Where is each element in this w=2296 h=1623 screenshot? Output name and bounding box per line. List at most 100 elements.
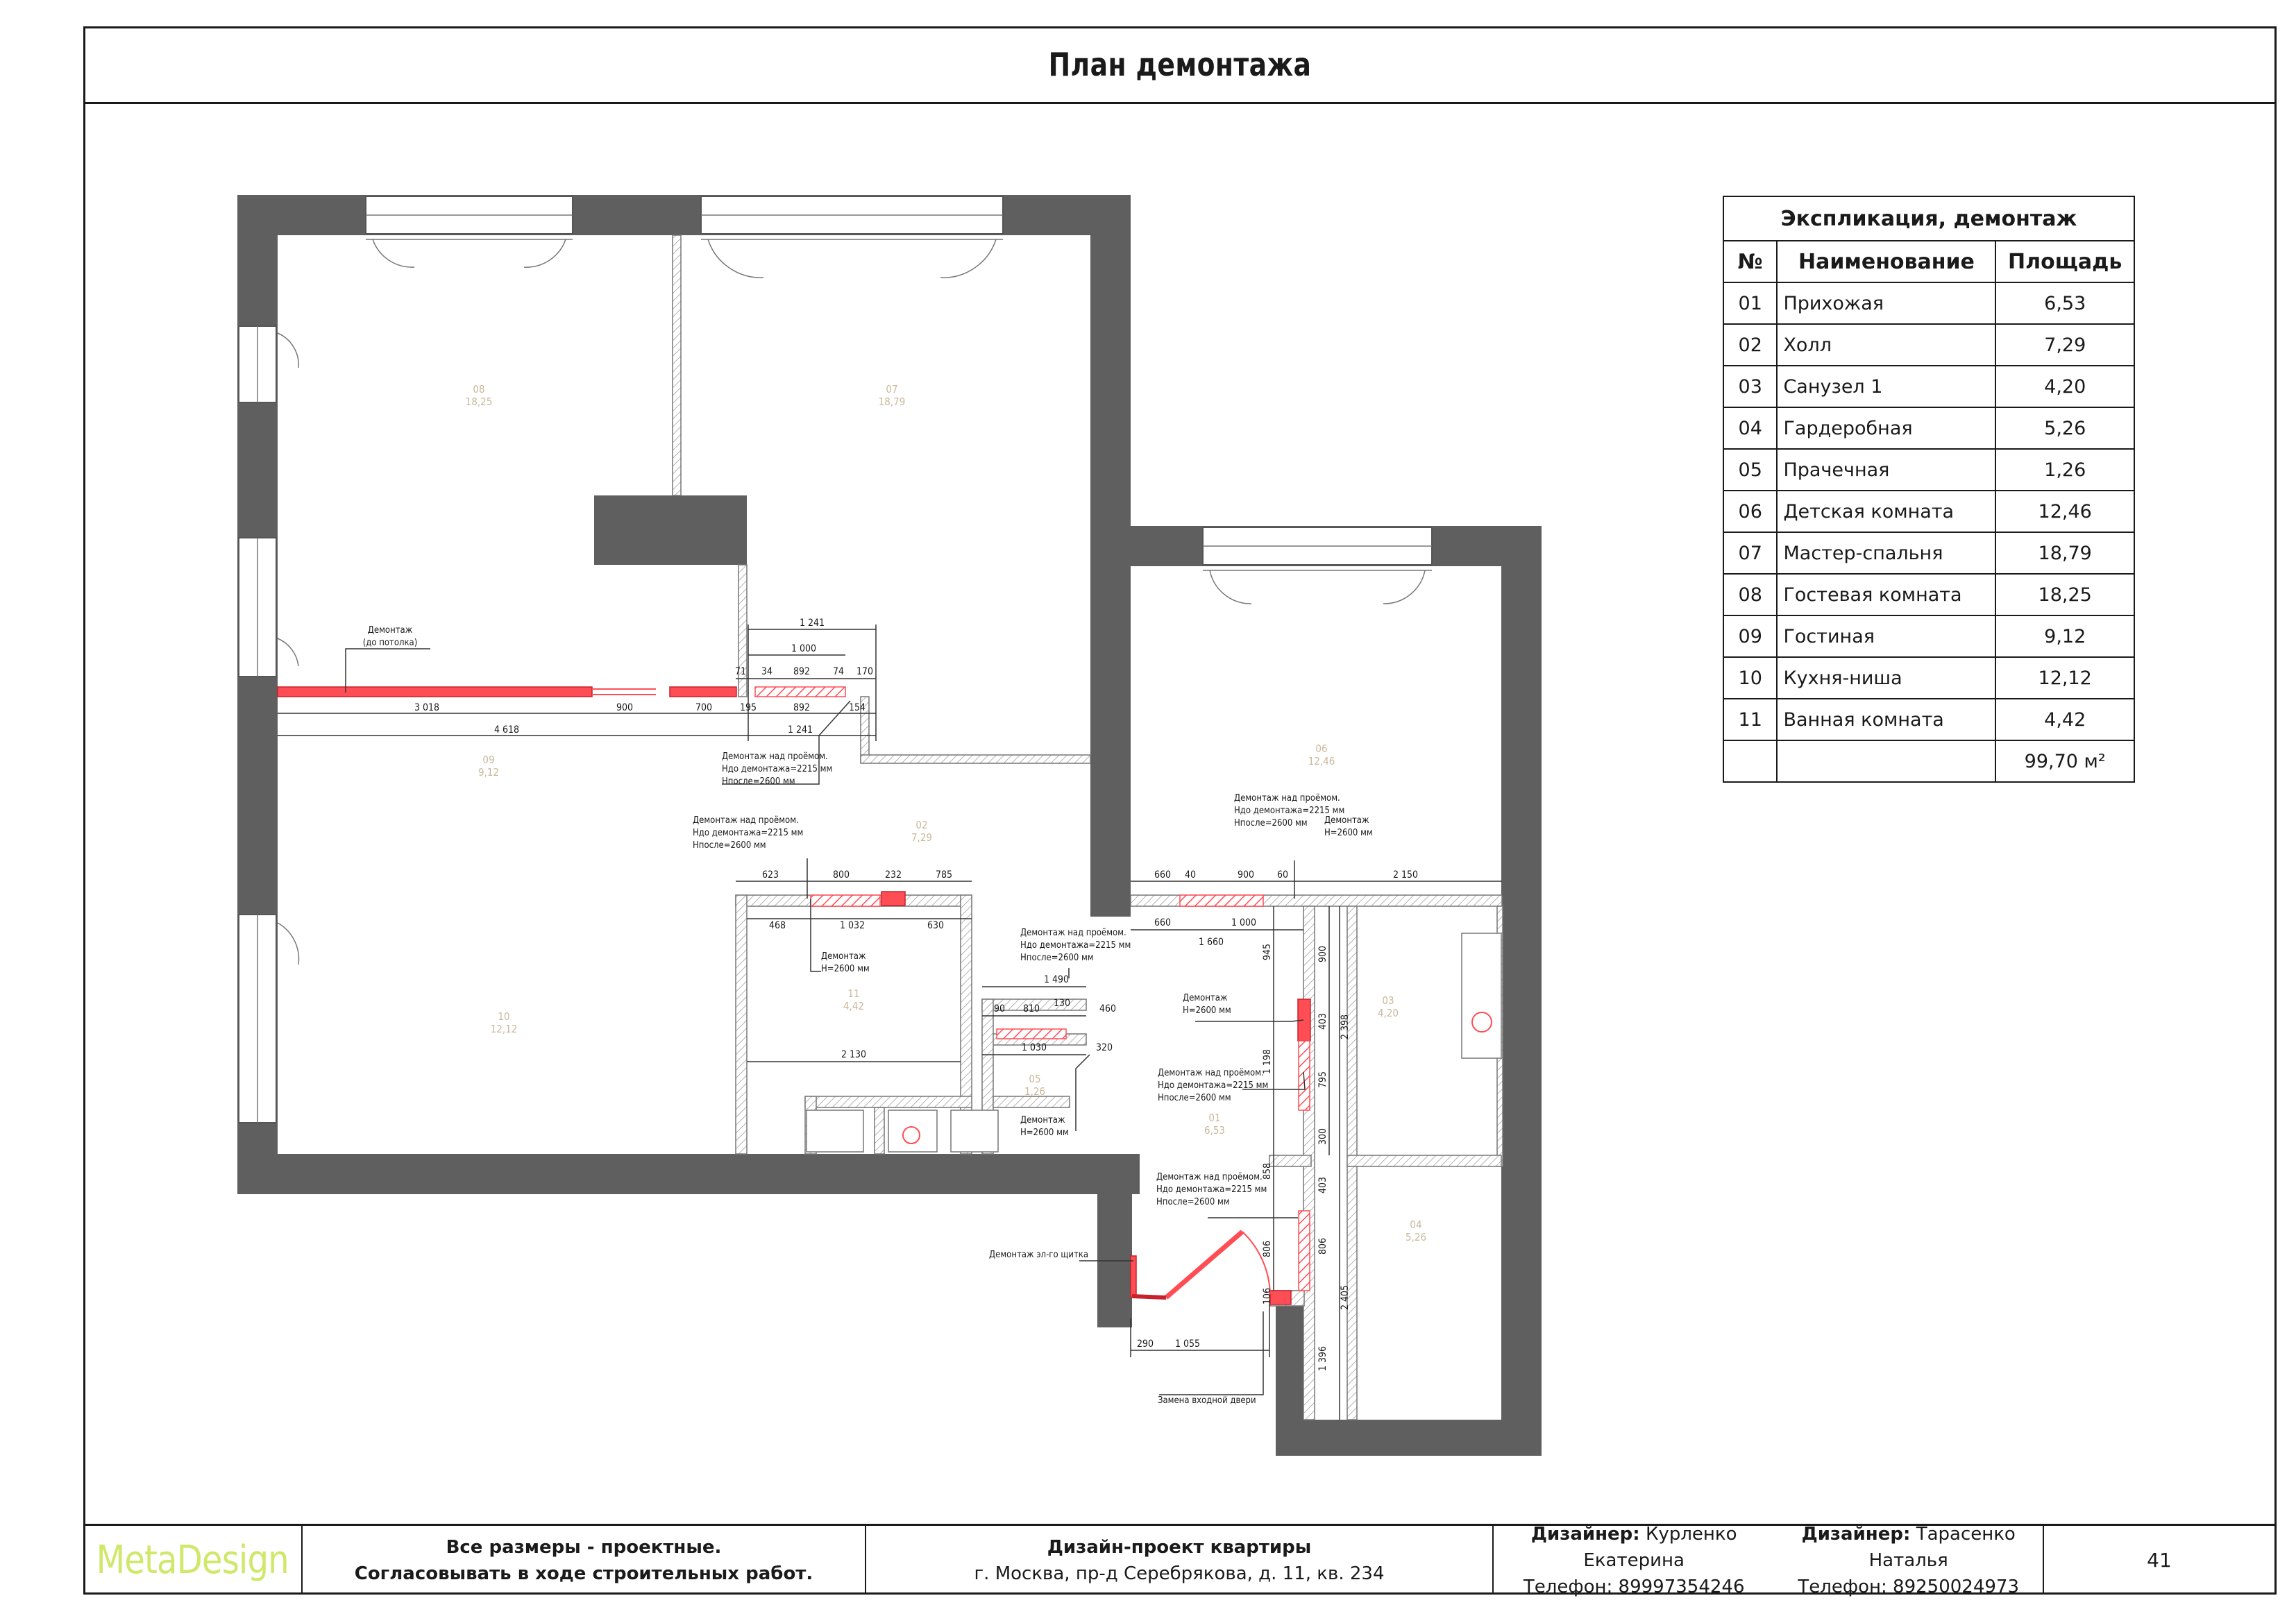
cell-name: Кухня-ниша: [1776, 656, 1997, 699]
dim: 795: [1317, 1071, 1328, 1088]
room-no: 10: [498, 1010, 509, 1023]
dim: 320: [1096, 1042, 1113, 1053]
dim: 660: [1154, 917, 1171, 928]
dim: 40: [1185, 869, 1196, 881]
cell-area: 18,79: [1995, 532, 2135, 575]
note-h-before: Hдо демонтажа=2215 мм: [722, 764, 832, 774]
entrance-door: [1131, 1230, 1271, 1300]
note-cell: Все размеры - проектные. Согласовывать в…: [303, 1526, 866, 1595]
note-h-after: Hпосле=2600 мм: [722, 776, 795, 787]
room-labels: 08 18,25 07 18,79 09 9,12 02 7,29 06 12,…: [466, 383, 1426, 1243]
designer-2: Дизайнер: Тарасенко Наталья Телефон: 892…: [1774, 1521, 2043, 1600]
dim: 892: [793, 666, 810, 677]
dim: 1 660: [1199, 937, 1224, 948]
room-area: 6,53: [1204, 1124, 1225, 1137]
dim: 1 396: [1317, 1346, 1328, 1371]
dim: 232: [885, 869, 902, 881]
page-number: 41: [2147, 1549, 2172, 1572]
room-no: 05: [1029, 1073, 1040, 1085]
room-area: 12,46: [1308, 755, 1335, 767]
dim: 1 198: [1262, 1049, 1273, 1074]
room-area: 12,12: [491, 1023, 518, 1035]
drawing-frame: [83, 26, 2277, 1595]
dim: 403: [1317, 1177, 1328, 1193]
dim: 1 032: [840, 920, 865, 931]
note-entrance-door: Замена входной двери: [1158, 1395, 1256, 1406]
dim: 700: [695, 702, 712, 713]
cell-no: 10: [1722, 656, 1778, 699]
dim: 170: [856, 666, 873, 677]
dim: 130: [1054, 998, 1070, 1009]
note-over-opening: Демонтаж над проёмом.: [1234, 793, 1340, 804]
room-no: 03: [1382, 994, 1394, 1007]
dim: 1 241: [788, 724, 813, 736]
dim: 858: [1262, 1163, 1273, 1180]
dim: 1 000: [1231, 917, 1256, 928]
dim: 106: [1262, 1288, 1273, 1305]
dim: 806: [1317, 1238, 1328, 1255]
note-demontazh: Демонтаж: [1183, 993, 1228, 1003]
dim: 195: [740, 702, 757, 713]
dim: 1 055: [1175, 1339, 1200, 1350]
dim: 945: [1262, 944, 1273, 960]
footer-note-2: Согласовывать в ходе строительных работ.: [354, 1563, 813, 1584]
cell-name: Прихожая: [1776, 282, 1997, 325]
cell-area: 4,20: [1995, 365, 2135, 408]
explication-caption: Экспликация, демонтаж: [1723, 196, 2135, 241]
project-cell: Дизайн-проект квартиры г. Москва, пр-д С…: [866, 1526, 1494, 1595]
dim: 892: [793, 702, 810, 713]
note-over-opening: Демонтаж над проёмом.: [1156, 1172, 1263, 1182]
demolition-openings: [592, 688, 656, 695]
note-h2600: H=2600 мм: [1020, 1128, 1069, 1138]
demolition-hatched: [754, 686, 1310, 1291]
cell-no: 01: [1722, 282, 1778, 325]
dim: 90: [994, 1003, 1005, 1014]
dim: 300: [1317, 1128, 1328, 1145]
page-title: План демонтажа: [1048, 45, 1312, 83]
note-h-after: Hпосле=2600 мм: [1020, 953, 1094, 963]
dim: 623: [762, 869, 779, 881]
note-demontazh: Демонтаж: [821, 951, 866, 962]
explication-table: Экспликация, демонтаж № Наименование Пло…: [1722, 196, 2135, 783]
note-h-after: Hпосле=2600 мм: [1158, 1093, 1231, 1103]
room-area: 5,26: [1406, 1231, 1426, 1243]
cell-name: Санузел 1: [1776, 365, 1997, 408]
cell-no: 09: [1722, 615, 1778, 658]
room-area: 4,42: [843, 1000, 864, 1012]
room-no: 07: [886, 383, 897, 396]
dimension-lines: [278, 624, 1502, 1420]
dim: 1 490: [1044, 974, 1069, 985]
designer-label: Дизайнер:: [1530, 1523, 1640, 1545]
footer-note-1: Все размеры - проектные.: [446, 1536, 722, 1558]
designers-cell: Дизайнер: Курленко Екатерина Телефон: 89…: [1494, 1523, 2044, 1597]
room-no: 06: [1315, 742, 1327, 755]
note-over-opening: Демонтаж над проёмом.: [1158, 1068, 1264, 1078]
cell-no: 07: [1722, 532, 1778, 575]
dim: 3 018: [414, 702, 439, 713]
project-address: г. Москва, пр-д Серебрякова, д. 11, кв. …: [974, 1563, 1385, 1584]
title-bar: План демонтажа: [83, 26, 2277, 104]
logo-cell: MetaDesign: [83, 1526, 303, 1595]
dim: 290: [1137, 1339, 1154, 1350]
dimension-values-vertical: 945 900 403 2 398 1 198 795 300 858 403 …: [1262, 944, 1351, 1371]
dim: 630: [927, 920, 944, 931]
note-do-potolka: (до потолка): [363, 638, 418, 648]
note-h-before: Hдо демонтажа=2215 мм: [1158, 1080, 1268, 1091]
designer-phone: Телефон: 89997354246: [1523, 1576, 1745, 1597]
leader-lines: [345, 648, 1306, 1395]
dim: 74: [833, 666, 844, 677]
dim: 4 618: [494, 724, 519, 736]
windows: [238, 196, 1433, 1123]
cell-name: Гостевая комната: [1776, 573, 1997, 616]
note-demontazh: Демонтаж: [1020, 1115, 1065, 1125]
note-h-after: Hпосле=2600 мм: [693, 840, 766, 851]
cell-no: 05: [1722, 448, 1778, 491]
room-area: 4,20: [1378, 1007, 1399, 1019]
